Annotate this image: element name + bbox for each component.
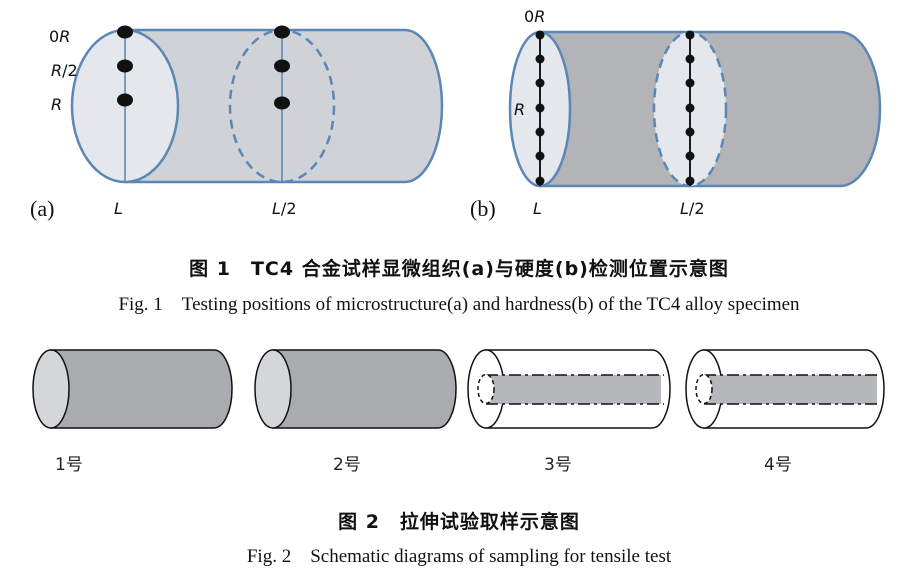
fig1a-label-0r: 0R — [49, 27, 70, 46]
specimen-1-label: 1号 — [55, 455, 83, 475]
fig1b-label-l2: L/2 — [680, 199, 705, 218]
fig1-caption-en: Fig. 1 Testing positions of microstructu… — [118, 294, 800, 315]
fig1-caption-cn: 图 1 TC4 合金试样显微组织(a)与硬度(b)检测位置示意图 — [189, 258, 729, 280]
specimen-4 — [685, 349, 885, 429]
specimen-4-label: 4号 — [764, 455, 792, 475]
point-end-r — [117, 93, 133, 107]
fig1b-cylinder — [508, 30, 882, 188]
specimen-3 — [467, 349, 671, 429]
point-mid-r2 — [274, 59, 290, 73]
fig1b-hardness-points — [535, 30, 695, 186]
fig2-caption-cn: 图 2 拉伸试验取样示意图 — [338, 511, 580, 533]
point-end-r2 — [117, 59, 133, 73]
point-end-0r — [117, 25, 133, 39]
fig1a-sample-points — [117, 25, 290, 110]
fig1b-label-r: R — [514, 100, 525, 119]
point-mid-r — [274, 96, 290, 110]
fig1b-label-l: L — [533, 199, 542, 218]
fig1a-label-r2: R/2 — [51, 61, 78, 80]
fig1b-label-0r: 0R — [524, 7, 545, 26]
fig1a-label-l2: L/2 — [272, 199, 297, 218]
fig2-caption-en: Fig. 2 Schematic diagrams of sampling fo… — [246, 546, 672, 567]
fig1a-tag: (a) — [30, 196, 54, 221]
specimen-2 — [254, 349, 457, 429]
specimen-3-label: 3号 — [544, 455, 572, 475]
specimen-1 — [32, 349, 233, 429]
fig1a-label-r: R — [51, 95, 62, 114]
point-mid-0r — [274, 25, 290, 39]
fig1a-label-l: L — [114, 199, 123, 218]
specimen-2-label: 2号 — [333, 455, 361, 475]
fig1b-tag: (b) — [470, 196, 496, 221]
